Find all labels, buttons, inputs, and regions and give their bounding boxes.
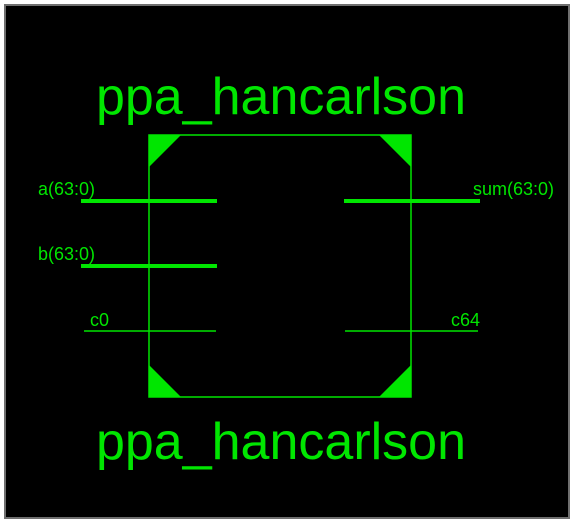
symbol-name-top: ppa_hancarlson	[96, 68, 466, 126]
corner-marker-top-right	[379, 135, 411, 167]
pin-label-c64: c64	[451, 310, 480, 330]
output-pin-sum[interactable]: sum(63:0)	[344, 179, 554, 203]
corner-marker-top-left	[149, 135, 181, 167]
corner-marker-bottom-right	[379, 365, 411, 397]
pin-label-b: b(63:0)	[38, 244, 95, 264]
pin-label-a: a(63:0)	[38, 179, 95, 199]
corner-marker-bottom-left	[149, 365, 181, 397]
input-pin-b[interactable]: b(63:0)	[38, 244, 217, 268]
output-pin-c64[interactable]: c64	[345, 310, 480, 332]
symbol-name-bottom: ppa_hancarlson	[96, 413, 466, 471]
pin-label-c0: c0	[90, 310, 109, 330]
schematic-background	[4, 4, 570, 519]
pin-label-sum: sum(63:0)	[473, 179, 554, 199]
input-pin-c0[interactable]: c0	[84, 310, 216, 332]
input-pin-a[interactable]: a(63:0)	[38, 179, 217, 203]
